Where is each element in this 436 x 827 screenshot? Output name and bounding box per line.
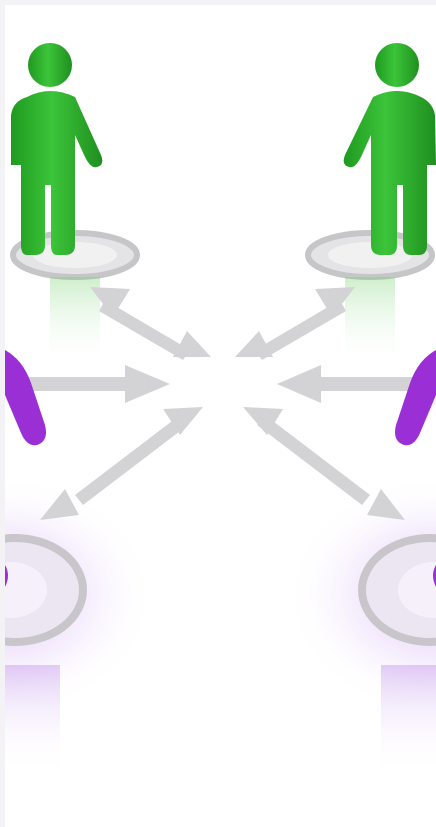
- green-reflection-left: [50, 277, 100, 367]
- green-person-left: [11, 43, 103, 255]
- arrow-middle-right: [277, 365, 420, 403]
- arrow-upper-left: [90, 287, 211, 360]
- purple-pedestal-right: [358, 534, 436, 646]
- green-reflection-right: [345, 277, 395, 367]
- arrow-lower-right: [243, 407, 405, 520]
- purple-person-left: [5, 350, 46, 587]
- purple-pedestal-left: [5, 534, 87, 646]
- arrow-middle-left: [25, 365, 170, 403]
- arrow-lower-left: [40, 407, 203, 520]
- purple-person-right: [395, 350, 436, 587]
- purple-reflection-left: [5, 665, 60, 775]
- network-illustration: [5, 43, 436, 775]
- arrow-upper-right: [235, 287, 355, 360]
- green-person-right: [343, 43, 436, 255]
- connection-arrows: [25, 287, 420, 520]
- purple-reflection-right: [381, 665, 436, 775]
- illustration-frame: [5, 5, 436, 827]
